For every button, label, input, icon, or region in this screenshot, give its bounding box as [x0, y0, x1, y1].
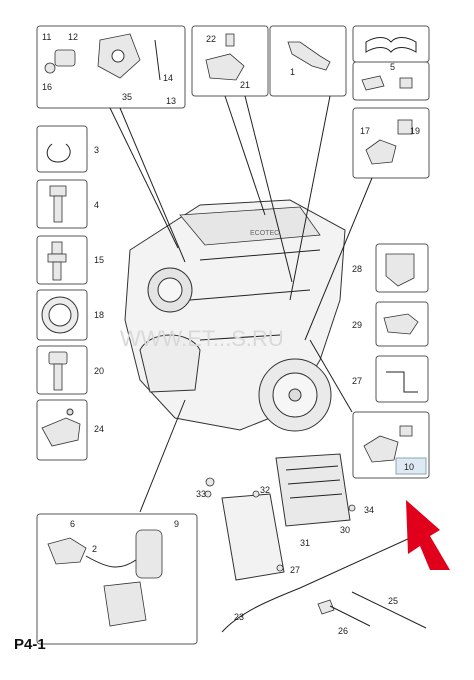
box-sensor-2-9[interactable]: 6 9 2	[36, 513, 198, 645]
callout-24: 24	[94, 424, 104, 434]
callout-4: 4	[94, 200, 99, 210]
leader-lines	[109, 95, 373, 513]
box-sensor-1[interactable]: 1	[269, 25, 347, 97]
box-gasket-18[interactable]: 18	[36, 289, 104, 341]
callout-29: 29	[352, 320, 362, 330]
clip-26[interactable]: 26	[317, 599, 371, 636]
page-label: P4-1	[14, 636, 46, 653]
box-sensor-17-19[interactable]: 17 19	[352, 107, 430, 179]
box-bracket-29[interactable]: 29	[352, 301, 429, 347]
callout-12: 12	[68, 32, 78, 42]
callout-13: 13	[166, 96, 176, 106]
cable-tie-25[interactable]: 25	[351, 591, 427, 629]
box-bolt-20[interactable]: 20	[36, 345, 104, 395]
engine-assembly: ECOTEC	[124, 199, 346, 432]
callout-3: 3	[94, 145, 99, 155]
callout-21: 21	[240, 80, 250, 90]
callout-14: 14	[163, 73, 173, 83]
box-bracket-27[interactable]: 27	[352, 355, 429, 403]
box-bolt-4[interactable]: 4	[36, 179, 99, 229]
box-stud-15[interactable]: 15	[36, 235, 104, 285]
callout-1: 1	[290, 67, 295, 77]
ecu-module-30[interactable]: 30	[275, 453, 351, 535]
watermark-text: WWW.ET...S.RU	[120, 326, 284, 351]
callout-35: 35	[122, 92, 132, 102]
callout-6: 6	[70, 519, 75, 529]
callout-9: 9	[174, 519, 179, 529]
small-parts: 33 32 34 27	[196, 477, 374, 575]
box-sensor-10[interactable]: 10	[352, 411, 430, 479]
callout-33: 33	[196, 489, 206, 499]
callout-16: 16	[42, 82, 52, 92]
callout-18: 18	[94, 310, 104, 320]
callout-5: 5	[390, 62, 395, 72]
callout-27-bottom: 27	[290, 565, 300, 575]
callout-31: 31	[300, 538, 310, 548]
callout-25: 25	[388, 596, 398, 606]
callout-28: 28	[352, 264, 362, 274]
callout-2: 2	[92, 544, 97, 554]
highlight-arrow	[406, 500, 450, 570]
callout-34: 34	[364, 505, 374, 515]
callout-10: 10	[404, 462, 414, 472]
callout-15: 15	[94, 255, 104, 265]
callout-27-top: 27	[352, 376, 362, 386]
svg-text:ECOTEC: ECOTEC	[250, 230, 279, 237]
box-bracket-24[interactable]: 24	[36, 399, 104, 461]
box-manual-5[interactable]: 5	[352, 25, 430, 101]
callout-19: 19	[410, 126, 420, 136]
box-bracket-28[interactable]: 28	[352, 243, 429, 293]
box-clip-3[interactable]: 3	[36, 125, 99, 173]
wiring-harness-23[interactable]: 23	[221, 537, 411, 633]
callout-23: 23	[234, 612, 244, 622]
box-sensor-21-22[interactable]: 22 21	[191, 25, 269, 97]
callout-17: 17	[360, 126, 370, 136]
callout-32: 32	[260, 485, 270, 495]
callout-11: 11	[42, 32, 51, 42]
callout-30: 30	[340, 525, 350, 535]
callout-22: 22	[206, 34, 216, 44]
callout-26: 26	[338, 626, 348, 636]
box-sensor-11-16[interactable]: 11 12 16 35 14 13	[36, 25, 186, 109]
callout-20: 20	[94, 366, 104, 376]
